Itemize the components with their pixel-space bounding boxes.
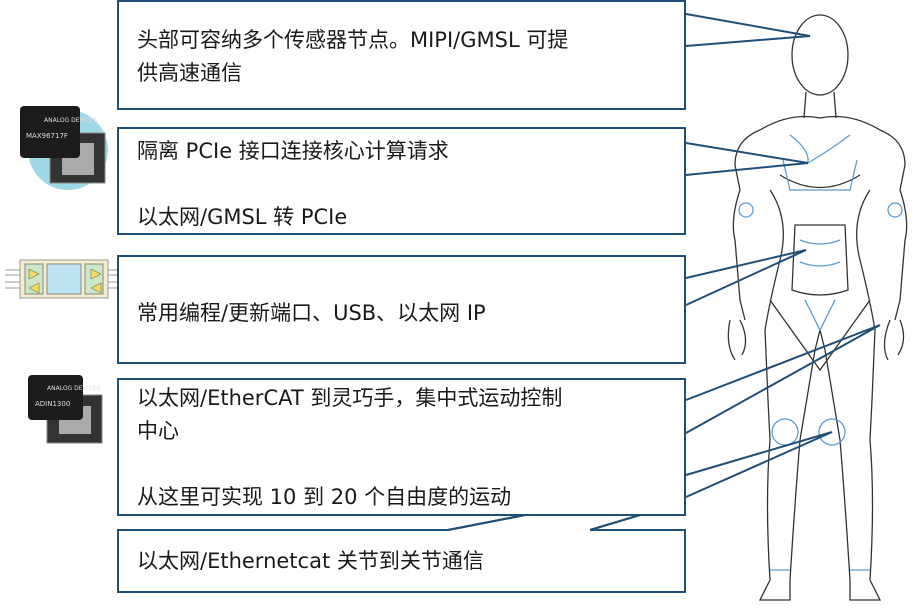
chip3-part: ADIN1300 [35, 400, 70, 408]
chip1-part: MAX96717F [26, 132, 68, 140]
block-diagram-image [5, 259, 120, 299]
callout-text: 以太网/GMSL 转 PCIe [137, 205, 348, 229]
callout-joint-communication: 以太网/Ethernetcat 关节到关节通信 [117, 529, 686, 593]
callout-head-sensors: 头部可容纳多个传感器节点。MIPI/GMSL 可提 供高速通信 [117, 0, 686, 110]
callout-programming-port: 常用编程/更新端口、USB、以太网 IP [117, 255, 686, 364]
callout-text: 从这里可实现 10 到 20 个自由度的运动 [137, 485, 512, 509]
adin1300-chip-image: ANALOG DEVICES ADIN1300 [28, 375, 103, 444]
callout-pcie-interface: 隔离 PCIe 接口连接核心计算请求 以太网/GMSL 转 PCIe [117, 127, 686, 235]
callout-text: 以太网/EtherCAT 到灵巧手，集中式运动控制 [137, 386, 563, 410]
callout-text: 头部可容纳多个传感器节点。MIPI/GMSL 可提 [137, 28, 569, 52]
callout-text: 常用编程/更新端口、USB、以太网 IP [137, 301, 486, 325]
callout-text: 隔离 PCIe 接口连接核心计算请求 [137, 139, 449, 163]
callout-dexterous-hand: 以太网/EtherCAT 到灵巧手，集中式运动控制 中心 从这里可实现 10 到… [117, 378, 686, 516]
callout-text: 中心 [137, 419, 179, 443]
callout-text: 供高速通信 [137, 61, 242, 85]
chip3-brand: ANALOG DEVICES [47, 385, 100, 392]
max96717f-chip-image: ANALOG DEVICES MAX96717F [20, 106, 108, 190]
callout-text: 以太网/Ethernetcat 关节到关节通信 [137, 549, 484, 573]
chip1-brand: ANALOG DEVICES [44, 117, 97, 124]
